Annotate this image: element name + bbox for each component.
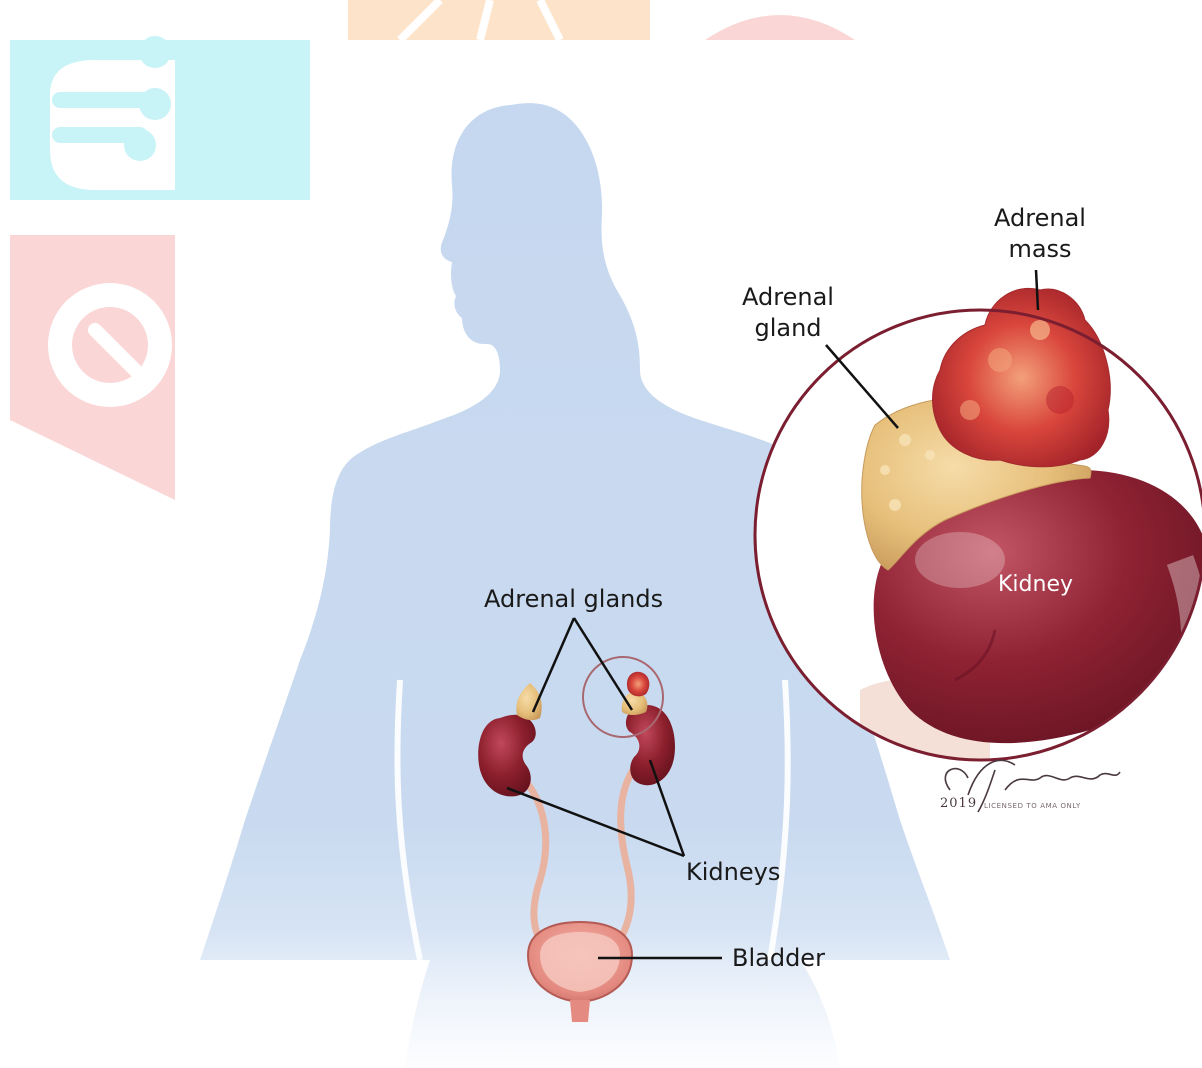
label-adrenal-mass-text: Adrenal mass bbox=[994, 204, 1086, 263]
label-bladder: Bladder bbox=[732, 943, 825, 974]
label-adrenal-mass: Adrenal mass bbox=[985, 203, 1095, 265]
label-adrenal-gland: Adrenal gland bbox=[733, 282, 843, 344]
label-adrenal-glands: Adrenal glands bbox=[484, 584, 663, 615]
label-kidneys: Kidneys bbox=[686, 857, 780, 888]
signature-year: 2019 bbox=[940, 796, 977, 811]
label-adrenal-gland-text: Adrenal gland bbox=[742, 283, 834, 342]
label-kidney: Kidney bbox=[998, 569, 1073, 600]
signature-license: LICENSED TO AMA ONLY bbox=[984, 802, 1081, 810]
